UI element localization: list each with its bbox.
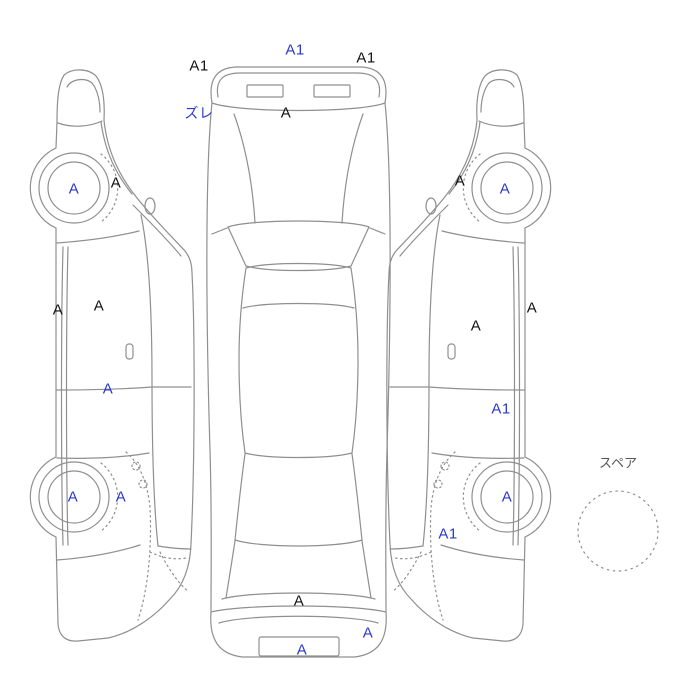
hood-front-edge	[211, 102, 386, 112]
nose-inner-line	[66, 78, 101, 113]
damage-annotation: A	[454, 172, 466, 190]
cowl-tie-left	[211, 227, 228, 235]
left-side-view	[29, 69, 195, 642]
body-side-right	[384, 102, 391, 612]
roof-panel	[238, 262, 359, 459]
spare-tire	[577, 490, 659, 572]
windshield-bottom	[245, 265, 352, 272]
damage-annotation: A	[362, 624, 374, 642]
rear-glass-side-right	[351, 453, 363, 541]
front-grille-left	[246, 84, 284, 98]
spare-label: スペア	[598, 455, 638, 471]
rear-glass-bottom	[234, 539, 363, 547]
rear-bumper-top-line	[210, 605, 387, 613]
side-mirror	[144, 197, 156, 215]
damage-annotation: A	[102, 380, 114, 398]
spare-tire-circle	[577, 490, 659, 572]
rear-wheel-outer	[38, 461, 110, 533]
rear-bumper-seam	[56, 544, 141, 561]
front-wheel-outer	[38, 152, 110, 224]
body-outline	[29, 69, 195, 642]
rear-window-dotted	[159, 551, 190, 593]
license-plate	[258, 636, 340, 657]
rear-glass-side-left	[234, 453, 246, 541]
belt-line	[140, 214, 159, 547]
damage-annotation: A	[293, 592, 305, 610]
front-bumper	[210, 66, 387, 104]
damage-annotation: A	[93, 297, 105, 315]
damage-annotation: A1	[285, 41, 305, 59]
hood-inner-line	[100, 121, 133, 195]
damage-annotation: A	[110, 174, 122, 192]
front-grille-right	[313, 84, 351, 98]
damage-annotation: A1	[438, 525, 458, 543]
damage-annotation: A	[280, 104, 292, 122]
fuel-lid-dotted-1	[131, 461, 141, 471]
door-handle	[125, 343, 134, 360]
damage-annotation: A	[68, 180, 80, 198]
body-side-left	[206, 102, 213, 612]
trunk-rear-edge	[221, 592, 376, 600]
damage-annotation: ズレ	[184, 105, 214, 121]
damage-annotation: A	[67, 488, 79, 506]
trunk-side-right	[361, 540, 372, 599]
damage-annotation: A1	[356, 49, 376, 67]
hood-crease-left	[233, 113, 256, 224]
hood-crease-right	[341, 113, 364, 224]
cowl-tie-right	[369, 227, 386, 235]
top-view	[206, 66, 391, 658]
rear-wheel-inner	[47, 470, 101, 524]
rear-bumper-inner-line	[218, 615, 379, 624]
damage-annotation: A	[501, 488, 513, 506]
front-wheel-arch-dotted	[100, 153, 119, 223]
damage-annotation: A1	[189, 57, 209, 75]
windshield-side-right	[350, 226, 370, 267]
trunk-side-left	[225, 540, 236, 599]
front-bumper-seam	[57, 120, 103, 127]
front-door-seam	[56, 230, 140, 244]
rocker-line-2	[65, 246, 69, 546]
damage-annotation: A	[296, 641, 308, 659]
damage-annotation: A	[115, 488, 127, 506]
c-pillar-line	[157, 545, 192, 550]
damage-annotation: A	[526, 299, 538, 317]
rear-bumper	[210, 611, 387, 658]
rear-wheel-arch-dotted	[100, 462, 119, 532]
front-wheel-inner	[47, 161, 101, 215]
windshield-top	[227, 220, 370, 228]
windshield-line	[132, 204, 182, 257]
rocker-line-1	[60, 246, 64, 546]
windshield-side-left	[227, 226, 247, 267]
damage-annotation: A	[52, 301, 64, 319]
fuel-lid-dotted-2	[138, 479, 148, 489]
damage-annotation: A	[470, 317, 482, 335]
front-bumper-inner-line	[216, 72, 381, 98]
damage-annotation: A1	[491, 400, 511, 418]
damage-annotation: A	[499, 180, 511, 198]
roof-front-line	[242, 302, 355, 309]
